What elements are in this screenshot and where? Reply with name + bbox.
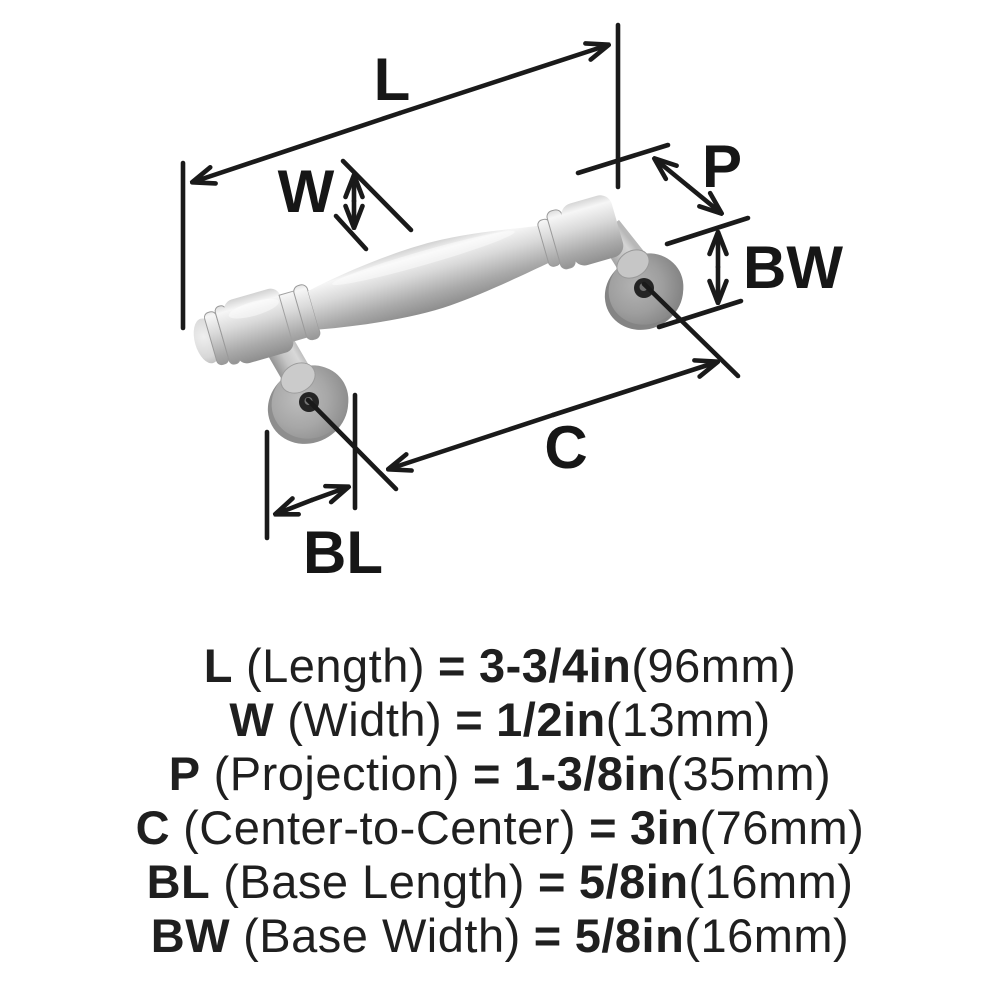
- bw-tick-lower: [656, 298, 744, 330]
- spec-metric: (96mm): [631, 639, 797, 692]
- handle-bar: [193, 195, 624, 366]
- spec-row-projection: P (Projection) = 1-3/8in(35mm): [0, 746, 1000, 800]
- l-dimension-arrow-left: [193, 110, 403, 182]
- spec-equals: =: [472, 747, 501, 800]
- dim-label-base-length: BL: [303, 519, 383, 586]
- spec-row-base-length: BL (Base Length) = 5/8in(16mm): [0, 854, 1000, 908]
- c-dimension-arrow-left: [389, 412, 556, 469]
- spec-equals: =: [537, 855, 566, 908]
- left-post-lip: [280, 362, 316, 394]
- spec-imperial: 1/2in: [496, 693, 606, 746]
- dim-base-width: BW: [656, 215, 843, 330]
- dim-label-width: W: [278, 158, 335, 225]
- dim-length: L: [180, 22, 621, 331]
- spec-equals: =: [438, 639, 466, 692]
- c-dimension-arrow-right: [550, 362, 717, 418]
- spec-metric: (35mm): [666, 747, 832, 800]
- dim-label-projection: P: [702, 133, 742, 200]
- p-dimension-arrow-down: [685, 183, 721, 213]
- spec-row-center-to-center: C (Center-to-Center) = 3in(76mm): [0, 800, 1000, 854]
- dim-width: W: [278, 158, 414, 252]
- dim-projection: P: [575, 133, 742, 213]
- p-dimension-arrow-up: [655, 159, 691, 189]
- spec-row-length: L (Length) = 3-3/4in(96mm): [0, 638, 1000, 692]
- spec-metric: (16mm): [684, 909, 850, 962]
- bar-left-cap: [224, 288, 294, 364]
- bl-dimension-arrow-left: [276, 500, 315, 514]
- dim-label-center-to-center: C: [544, 414, 587, 481]
- l-dimension-arrow-right: [397, 45, 608, 116]
- spec-metric: (16mm): [688, 855, 854, 908]
- spec-list: L (Length) = 3-3/4in(96mm) W (Width) = 1…: [0, 638, 1000, 962]
- c-extension-line-right: [641, 281, 741, 379]
- spec-imperial: 5/8in: [574, 909, 685, 962]
- pull-handle-illustration: [193, 195, 684, 444]
- spec-code: W: [229, 693, 275, 746]
- spec-name: (Center-to-Center): [183, 801, 577, 854]
- spec-row-base-width: BW (Base Width) = 5/8in(16mm): [0, 908, 1000, 962]
- spec-code: BL: [146, 855, 211, 908]
- dim-base-length: BL: [264, 392, 383, 586]
- dim-label-base-width: BW: [743, 234, 843, 301]
- spec-code: L: [203, 639, 233, 692]
- bar-barrel: [308, 225, 551, 330]
- cap-highlight: [228, 298, 279, 319]
- spec-equals: =: [533, 909, 562, 962]
- spec-equals: =: [455, 693, 484, 746]
- spec-imperial: 1-3/8in: [513, 747, 667, 800]
- p-tick-upper: [575, 142, 671, 176]
- bar-right-cap: [561, 195, 624, 266]
- bar-highlight: [332, 230, 515, 286]
- dimension-annotations: L W P BW: [180, 22, 843, 586]
- spec-imperial: 3-3/4in: [478, 639, 632, 692]
- spec-metric: (13mm): [605, 693, 771, 746]
- spec-name: (Length): [245, 639, 426, 692]
- spec-imperial: 3in: [630, 801, 700, 854]
- dim-center-to-center: C: [305, 281, 741, 492]
- spec-code: C: [135, 801, 171, 854]
- spec-metric: (76mm): [699, 801, 865, 854]
- spec-name: (Base Width): [243, 909, 521, 962]
- bw-tick-upper: [664, 215, 751, 247]
- spec-name: (Base Length): [223, 855, 525, 908]
- right-post-lip: [616, 249, 650, 279]
- dim-label-length: L: [374, 46, 411, 113]
- spec-equals: =: [589, 801, 618, 854]
- spec-name: (Projection): [213, 747, 460, 800]
- diagram-canvas: L W P BW: [180, 22, 843, 586]
- w-tick-lower: [333, 213, 369, 252]
- spec-name: (Width): [287, 693, 443, 746]
- spec-imperial: 5/8in: [578, 855, 689, 908]
- spec-code: P: [168, 747, 201, 800]
- c-extension-line-left: [305, 397, 399, 492]
- w-tick-upper: [340, 158, 414, 233]
- bl-dimension-arrow-right: [309, 487, 348, 500]
- spec-row-width: W (Width) = 1/2in(13mm): [0, 692, 1000, 746]
- spec-code: BW: [150, 909, 231, 962]
